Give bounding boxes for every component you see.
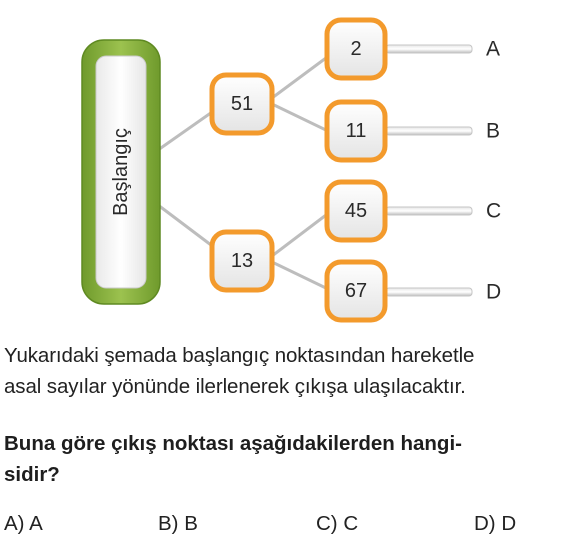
exit-bar-d: [385, 287, 473, 297]
exit-label-a: A: [486, 38, 500, 61]
node-2: 2: [324, 17, 388, 81]
node-label: 67: [345, 280, 367, 302]
node-67: 67: [324, 259, 388, 323]
node-label: 11: [346, 120, 367, 142]
instruction-paragraph: Yukarıdaki şemada başlangıç noktasından …: [4, 340, 578, 402]
node-label: 51: [231, 93, 253, 115]
paragraph-line: Yukarıdaki şemada başlangıç noktasından …: [4, 344, 475, 367]
node-45: 45: [324, 179, 388, 243]
exit-bar-b: [385, 126, 473, 136]
option-c[interactable]: C) C: [316, 512, 359, 535]
question-text: Buna göre çıkış noktası aşağıdakilerden …: [4, 428, 576, 490]
node-label: 45: [345, 200, 367, 222]
exit-bar-c: [385, 206, 473, 216]
question-line: Buna göre çıkış noktası aşağıdakilerden …: [4, 432, 462, 455]
option-b[interactable]: B) B: [158, 512, 198, 535]
option-d[interactable]: D) D: [474, 512, 517, 535]
node-label: 13: [231, 250, 253, 272]
exit-label-c: C: [486, 200, 501, 223]
decision-diagram: Başlangıç 51 13 2 11 45 67 A B C D: [81, 17, 501, 323]
exit-label-b: B: [486, 120, 500, 143]
exit-label-d: D: [486, 281, 501, 304]
node-13: 13: [209, 229, 275, 293]
node-label: 2: [350, 38, 361, 60]
exit-bars: [385, 44, 473, 297]
answer-options: A) A B) B C) C D) D: [4, 512, 578, 542]
node-51: 51: [209, 72, 275, 136]
node-11: 11: [324, 99, 388, 163]
start-node: Başlangıç: [81, 39, 161, 305]
option-a[interactable]: A) A: [4, 512, 43, 535]
start-label: Başlangıç: [110, 128, 132, 216]
connectors: [156, 53, 332, 292]
paragraph-line: asal sayılar yönünde ilerlenerek çıkışa …: [4, 375, 466, 398]
exit-bar-a: [385, 44, 473, 54]
question-line: sidir?: [4, 463, 60, 486]
